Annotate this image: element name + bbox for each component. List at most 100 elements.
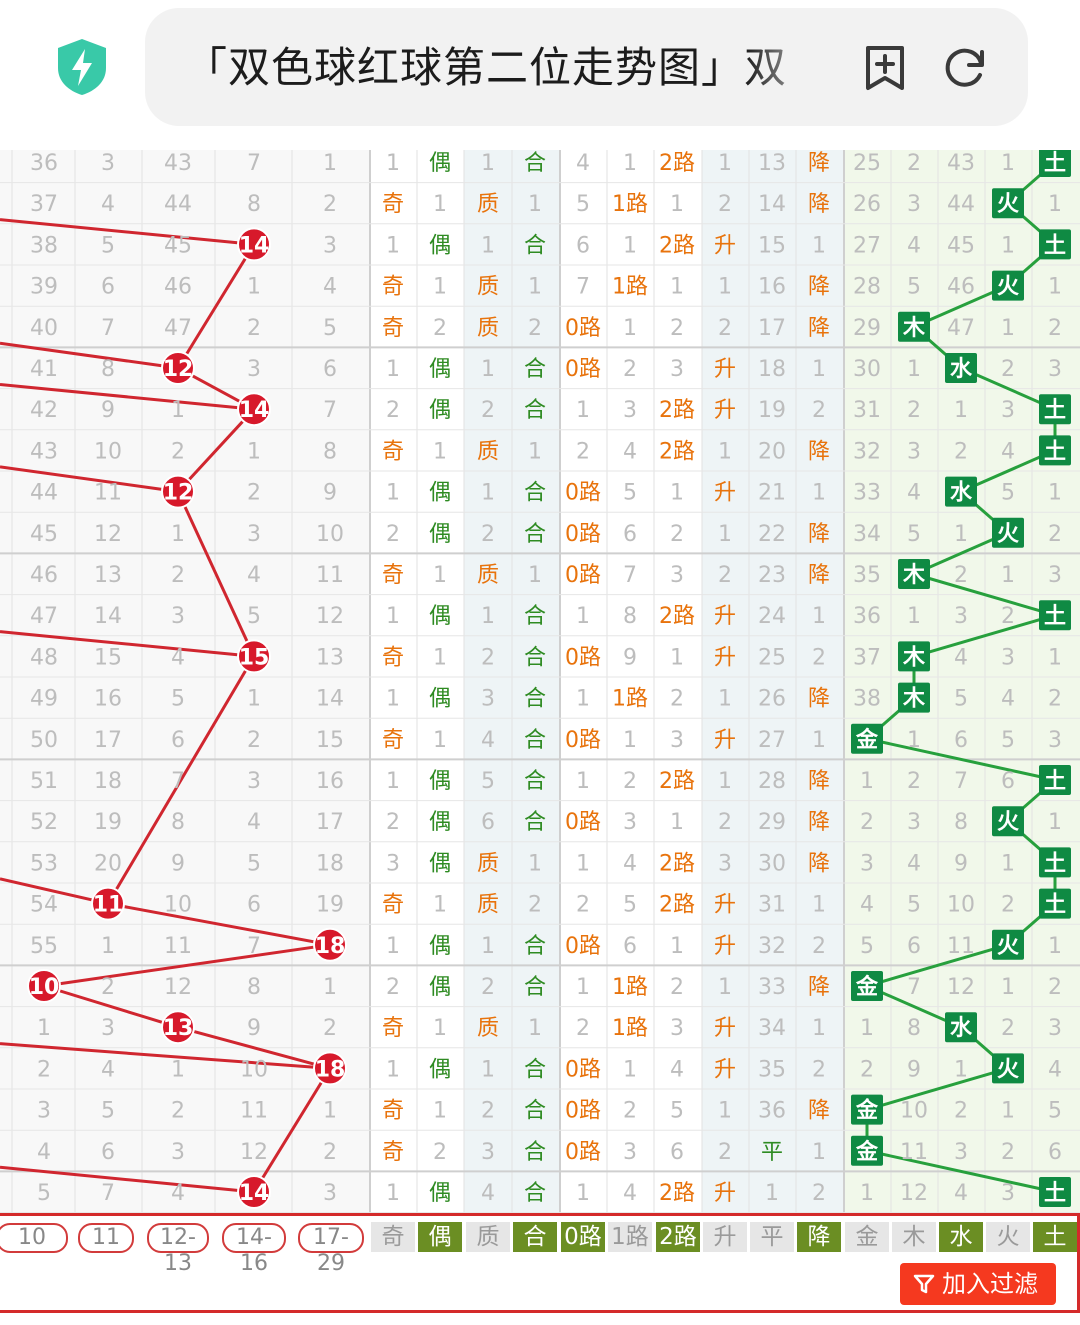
omission-value: 5 [247,604,261,629]
trend-cell: 升 [714,1016,736,1041]
omission-value: 2 [954,1099,968,1124]
filter-toggle-button[interactable]: 降 [797,1222,841,1252]
omission-value: 13 [316,645,344,670]
omission-value: 11 [900,1140,928,1165]
trend-cell: 34 [758,1016,786,1041]
omission-value: 10 [94,439,122,464]
route-cell: 2 [623,769,637,794]
route-cell: 4 [623,1181,637,1206]
red-trend-line [43,984,179,1029]
range-filter-pill[interactable]: 14-16 [222,1223,286,1276]
prime-composite-cell: 合 [524,975,546,1000]
wuxing-tag [1039,600,1071,631]
omission-value: 36 [853,604,881,629]
red-trend-line [43,943,331,988]
trend-cell: 1 [718,522,732,547]
filter-toggle-button[interactable]: 水 [939,1222,983,1252]
odd-even-cell: 奇 [382,1140,404,1165]
omission-value: 5 [1001,481,1015,506]
omission-value: 17 [316,810,344,835]
trend-cell: 降 [808,192,830,217]
shield-bolt-icon[interactable] [54,37,110,97]
bookmark-add-icon[interactable] [862,44,908,92]
odd-even-cell: 奇 [382,192,404,217]
omission-value: 1 [1001,1099,1015,1124]
column-band [560,150,702,1213]
route-cell: 0路 [565,357,601,382]
omission-value: 2 [171,1099,185,1124]
route-cell: 1 [670,934,684,959]
join-filter-button[interactable]: 加入过滤 [900,1263,1056,1305]
wuxing-tag [1039,765,1071,795]
filter-toggle-button[interactable]: 金 [845,1222,889,1252]
range-filter-pill[interactable]: 11 [78,1223,134,1253]
filter-toggle-button[interactable]: 土 [1033,1222,1077,1252]
wuxing-tag [992,188,1024,219]
omission-value: 1 [101,934,115,959]
filter-toggle-button[interactable]: 质 [466,1222,510,1252]
trend-cell: 降 [808,522,830,547]
omission-value: 2 [1048,316,1062,341]
filter-toggle-button[interactable]: 2路 [656,1222,700,1252]
filter-toggle-button[interactable]: 1路 [608,1222,652,1252]
odd-even-cell: 偶 [429,934,451,959]
route-cell: 0路 [565,1140,601,1165]
trend-cell: 30 [758,851,786,876]
prime-composite-cell: 合 [524,481,546,506]
filter-toggle-button[interactable]: 升 [703,1222,747,1252]
route-cell: 0路 [565,1099,601,1124]
omission-value: 12 [164,975,192,1000]
reload-icon[interactable] [942,44,988,90]
odd-even-cell: 1 [433,192,447,217]
omission-value: 6 [1048,1140,1062,1165]
filter-toggle-button[interactable]: 奇 [371,1222,415,1252]
odd-even-cell: 2 [433,1140,447,1165]
wuxing-tag-label: 木 [902,645,926,670]
range-filter-pill[interactable]: 12-13 [147,1223,209,1276]
column-band [702,150,844,1213]
odd-even-cell: 1 [433,728,447,753]
omission-value: 14 [94,604,122,629]
omission-value: 6 [101,275,115,300]
filter-toggle-button[interactable]: 0路 [561,1222,605,1252]
prime-composite-cell: 质 [477,893,499,918]
odd-even-cell: 1 [386,687,400,712]
wuxing-tag [992,270,1024,301]
odd-even-cell: 偶 [429,398,451,423]
omission-value: 1 [954,522,968,547]
prime-composite-cell: 2 [528,316,542,341]
red-ball [237,227,271,262]
range-filter-pill[interactable]: 10 [0,1223,68,1253]
filter-toggle-button[interactable]: 平 [750,1222,794,1252]
trend-cell: 1 [812,481,826,506]
omission-value: 29 [853,316,881,341]
odd-even-cell: 1 [386,151,400,176]
route-cell: 1路 [612,192,648,217]
omission-value: 5 [1001,728,1015,753]
filter-toggle-button[interactable]: 合 [513,1222,557,1252]
wuxing-tag-label: 火 [997,275,1019,300]
prime-composite-cell: 合 [524,233,546,258]
omission-value: 3 [1048,563,1062,588]
omission-value: 1 [907,357,921,382]
red-trend-line [107,902,331,947]
odd-even-cell: 1 [386,604,400,629]
filter-toggle-button[interactable]: 偶 [418,1222,462,1252]
prime-composite-cell: 质 [477,851,499,876]
prime-composite-cell: 质 [477,316,499,341]
omission-value: 9 [907,1057,921,1082]
filter-toggle-button[interactable]: 木 [892,1222,936,1252]
wuxing-tag [1039,847,1071,878]
omission-value: 54 [30,893,58,918]
omission-value: 3 [323,1181,337,1206]
red-trend-line [0,465,179,494]
route-cell: 1路 [612,275,648,300]
address-bar[interactable]: 「双色球红球第二位走势图」双 [145,8,1028,126]
route-cell: 1 [576,687,590,712]
range-filter-pill[interactable]: 17-29 [298,1223,364,1276]
route-cell: 5 [623,481,637,506]
prime-composite-cell: 3 [481,1140,495,1165]
prime-composite-cell: 1 [481,934,495,959]
filter-toggle-button[interactable]: 火 [986,1222,1030,1252]
omission-value: 2 [1001,1016,1015,1041]
